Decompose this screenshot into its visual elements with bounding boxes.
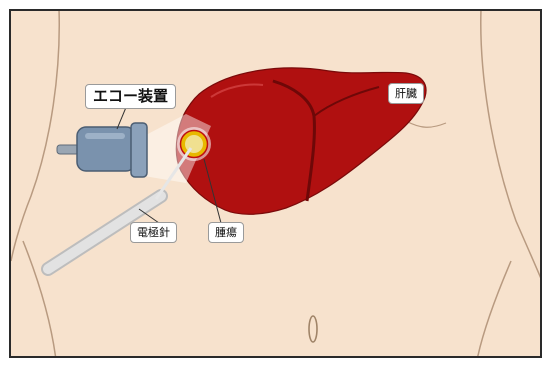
torso-outline-left xyxy=(11,11,59,261)
probe-head xyxy=(131,123,147,177)
label-liver: 肝臓 xyxy=(388,83,424,104)
waist-left xyxy=(23,241,56,358)
navel xyxy=(309,316,317,342)
label-tumor: 腫瘍 xyxy=(208,222,244,243)
waist-right xyxy=(477,261,511,358)
torso-outline-right xyxy=(481,11,542,286)
tumor xyxy=(183,133,205,155)
probe-highlight xyxy=(85,133,125,139)
rfa-illustration xyxy=(11,11,542,358)
rib-line xyxy=(406,121,446,127)
label-electrode-needle: 電極針 xyxy=(130,222,177,243)
label-echo-device: エコー装置 xyxy=(85,84,176,109)
probe-cable xyxy=(57,145,79,154)
illustration-frame: エコー装置 肝臓 電極針 腫瘍 xyxy=(9,9,542,358)
